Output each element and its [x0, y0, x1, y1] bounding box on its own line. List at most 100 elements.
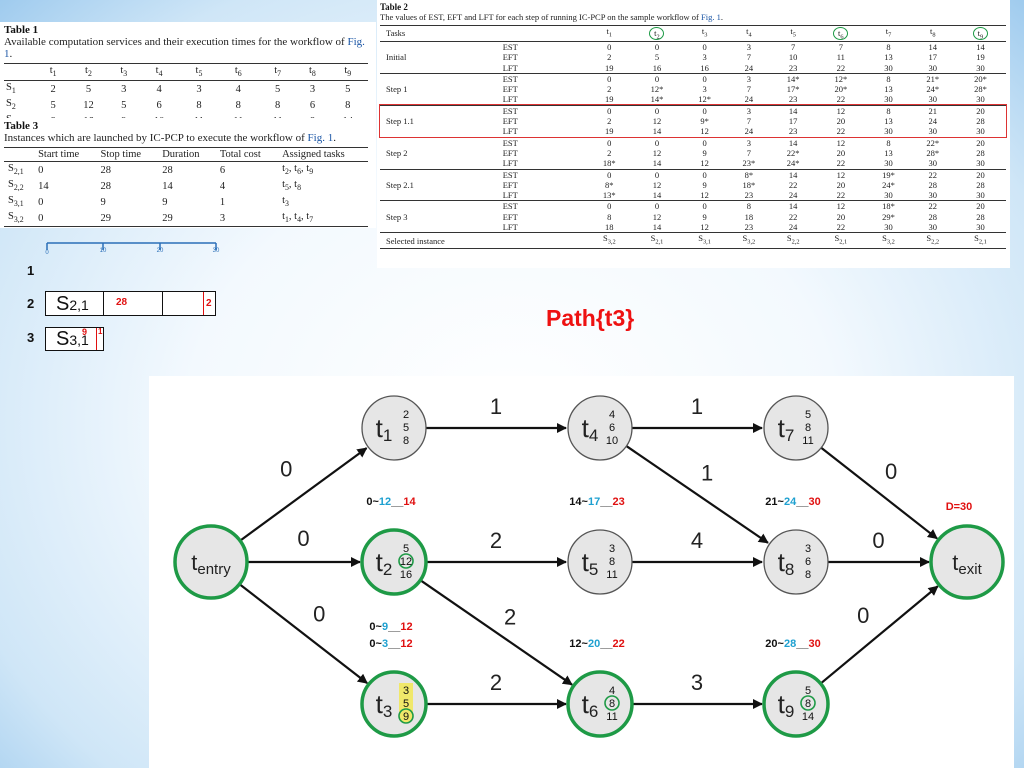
metric-label: EFT: [502, 179, 518, 190]
table-cell: 9: [702, 179, 707, 190]
table-cell: 28: [928, 179, 938, 190]
metric-label: EFT: [502, 211, 518, 222]
edge-weight: 0: [313, 602, 325, 627]
table-cell: 6: [156, 99, 162, 111]
table-cell: 16: [700, 62, 709, 73]
instance-label: S3,1: [56, 328, 89, 350]
column-header: t7: [885, 26, 892, 39]
axis-tick: 20: [157, 248, 164, 254]
table-cell: 8: [235, 99, 241, 111]
table-cell: 28: [976, 211, 985, 222]
highlight-box: [399, 683, 413, 717]
column-header: t4: [746, 26, 752, 39]
fig1-link[interactable]: Fig. 1: [307, 132, 334, 144]
table-cell: 2: [607, 84, 612, 95]
table-cell: 14: [788, 201, 798, 212]
step-name: Step 2.1: [386, 179, 414, 190]
table-cell: 0: [654, 41, 660, 52]
table-cell: 0: [654, 201, 660, 212]
table-cell: S2: [6, 98, 16, 112]
column-header: t3: [701, 26, 708, 39]
execution-time: 16: [400, 569, 412, 581]
axis-tick: 30: [213, 248, 220, 254]
table-cell: 30: [976, 190, 985, 201]
table-cell: 3: [746, 105, 752, 116]
table-cell: 4: [156, 83, 162, 95]
table-cell: 5: [345, 83, 351, 95]
table-cell: 30: [928, 62, 938, 73]
table-cell: 9: [702, 211, 707, 222]
time-annotation: 20~28__30: [765, 638, 820, 650]
table2-title: Table 2: [380, 2, 408, 12]
table-cell: 0: [607, 73, 612, 84]
table-cell: 3: [746, 137, 752, 148]
table-cell: 18*: [602, 158, 616, 169]
table-cell: t3: [282, 195, 289, 209]
table-cell: 14: [652, 190, 662, 201]
node-label: tentry: [191, 550, 231, 578]
table-cell: 30: [928, 126, 938, 137]
execution-time: 8: [805, 569, 811, 581]
table-cell: 22: [836, 62, 846, 73]
node-circle: [929, 524, 1005, 600]
step-name: Step 1: [386, 84, 408, 95]
table-cell: 24: [788, 222, 798, 233]
node-t1: t12580~2__19: [361, 395, 427, 461]
column-header: t1: [606, 26, 613, 39]
fig1-link[interactable]: Fig. 1: [4, 36, 365, 60]
table-cell: 29: [100, 212, 112, 224]
deadline-marker: [96, 328, 97, 350]
execution-time: 8: [805, 698, 811, 710]
table-cell: 8: [345, 99, 351, 111]
table-cell: 2: [50, 83, 56, 95]
table-cell: 20: [976, 201, 985, 212]
table-cell: 17*: [786, 84, 800, 95]
table-cell: 8: [886, 105, 891, 116]
edge-arrow: [820, 446, 938, 540]
table-cell: 30: [884, 190, 893, 201]
table-cell: 8: [886, 137, 891, 148]
column-header: Tasks: [386, 28, 406, 39]
table-cell: S2,2: [786, 233, 800, 247]
table-cell: 5: [50, 99, 56, 111]
table-cell: 8: [886, 73, 891, 84]
table-cell: 20: [836, 116, 846, 127]
node-exit: texit: [929, 524, 1005, 600]
table-cell: 30: [884, 158, 893, 169]
fig1-link[interactable]: Fig. 1: [700, 12, 721, 22]
table-cell: 21*: [926, 73, 940, 84]
column-header: Start time: [38, 149, 80, 160]
table-cell: 14: [788, 137, 798, 148]
time-annotation: 0~9__12: [369, 621, 412, 633]
table-cell: 20: [836, 211, 846, 222]
node-label: t9: [778, 689, 795, 721]
table-cell: S3,2: [742, 233, 756, 247]
column-header: t6: [815, 26, 866, 42]
table-cell: 12: [700, 190, 709, 201]
table-cell: 30: [976, 126, 985, 137]
table-cell: 3: [702, 52, 707, 63]
node-t7: t758118~13__30: [763, 395, 829, 461]
table-cell: 18: [744, 211, 754, 222]
axis-tick: 0: [45, 250, 49, 256]
execution-time: 5: [403, 543, 409, 555]
node-label: t7: [778, 413, 795, 445]
time-annotation: 12~20__22: [569, 638, 624, 650]
table1-title: Table 1: [4, 24, 39, 36]
edge-arrow: [239, 447, 368, 542]
table3-caption: Instances which are launched by IC-PCP t…: [4, 132, 336, 144]
edge-weight: 2: [490, 670, 502, 695]
instance-box-s31: S3,1 9 1: [45, 327, 104, 351]
start-value: 9: [82, 327, 88, 337]
table-cell: 0: [607, 41, 612, 52]
table2-caption: The values of EST, EFT and LFT for each …: [380, 12, 723, 22]
table-cell: 2: [607, 147, 612, 158]
